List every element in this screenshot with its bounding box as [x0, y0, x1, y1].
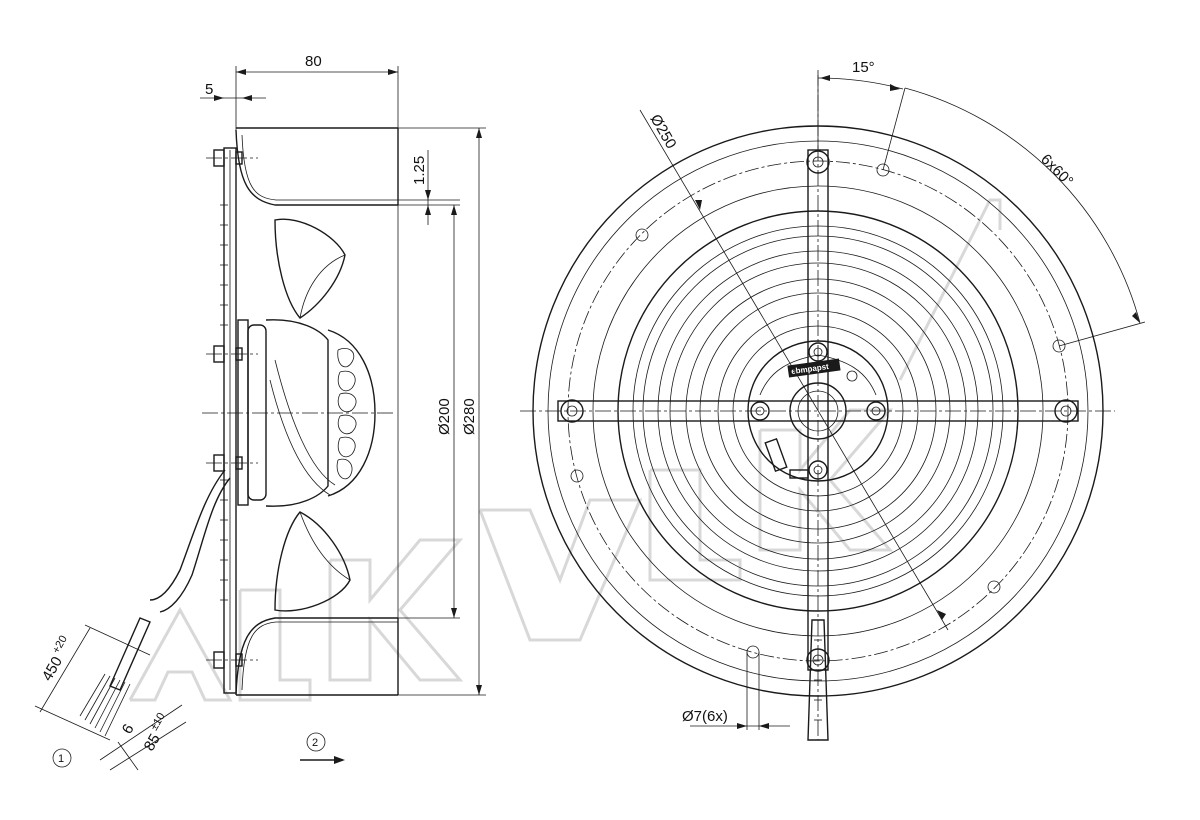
offset-dimension: 1.25 — [411, 156, 428, 185]
flange-dimension: 5 — [205, 81, 213, 98]
wire-length-dimension: 85 — [141, 731, 164, 754]
motor-fins — [336, 347, 357, 480]
angle-pattern-dimension: 6x60° — [1037, 151, 1076, 190]
watermark — [128, 198, 1002, 702]
angle-offset-dimension: 15° — [852, 59, 875, 76]
outer-diameter-dimension: Ø280 — [461, 398, 478, 435]
cable-length-tolerance: +20 — [50, 634, 70, 656]
wire-strip-dimension: 6 — [119, 721, 138, 737]
mounting-bolts — [206, 149, 258, 669]
cable-reference-marker: 1 — [52, 748, 72, 768]
cross-bolts — [560, 150, 1078, 672]
inner-diameter-dimension: Ø200 — [436, 398, 453, 435]
svg-text:1: 1 — [58, 753, 64, 765]
front-view: ebmpapst — [520, 70, 1115, 741]
svg-text:2: 2 — [312, 737, 318, 749]
depth-dimension: 80 — [305, 53, 322, 70]
plate-perforation — [220, 204, 228, 601]
wire-length-tolerance: ±10 — [148, 711, 168, 733]
side-dimensions: 80 5 1.25 Ø200 Ø280 450 +20 — [34, 53, 486, 771]
front-dimensions: Ø250 15° 6x60° Ø7(6x) — [639, 59, 1146, 730]
brand-plate: ebmpapst — [787, 358, 858, 382]
cable-length-dimension: 450 — [39, 654, 66, 684]
airflow-reference-marker: 2 — [300, 732, 345, 764]
bolt-circle-dimension: Ø250 — [647, 112, 680, 152]
hole-diameter-dimension: Ø7(6x) — [682, 708, 728, 725]
side-view — [79, 127, 399, 737]
